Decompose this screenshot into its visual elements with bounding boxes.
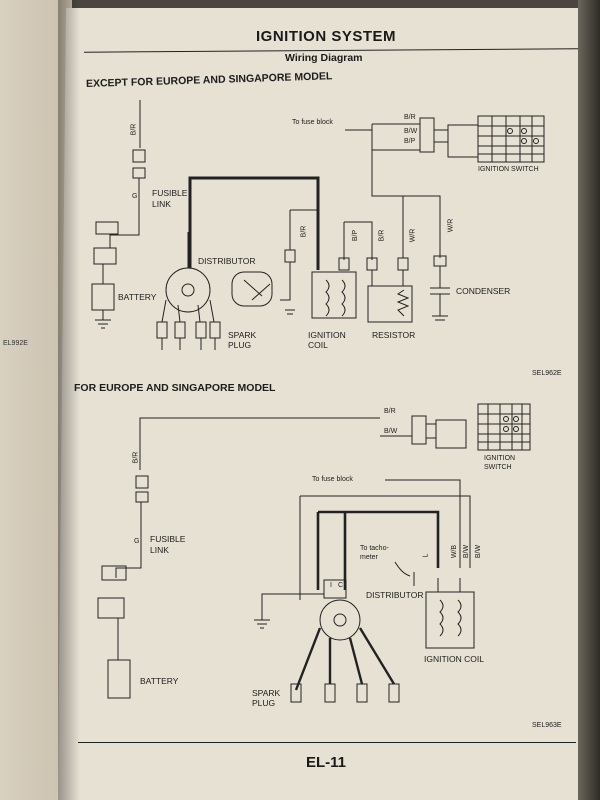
background-edge xyxy=(578,0,600,800)
page-gutter xyxy=(58,0,80,800)
d1-wire-br-res: B/R xyxy=(378,229,386,242)
d1-wire-bw-label: B/W xyxy=(404,128,418,135)
d2-wire-bw-label: B/W xyxy=(384,428,398,435)
d1-wire-g xyxy=(109,178,140,248)
d1-resistor-label: RESISTOR xyxy=(372,330,416,340)
d1-wire-br-coil: B/R xyxy=(300,225,308,238)
d1-wire-wr-res: W/R xyxy=(409,228,417,243)
d1-wire-br-label: B/R xyxy=(404,114,416,121)
d2-wire-bw-2: B/W xyxy=(463,544,471,559)
d2-terminal-c: C xyxy=(338,582,344,589)
d1-spark-plug-label: SPARK PLUG xyxy=(228,330,257,350)
d2-terminal-i: I xyxy=(330,582,332,589)
d1-resistor xyxy=(367,285,413,323)
d1-wire-bp-coil: B/P xyxy=(352,229,360,242)
d1-wire-bp-label: B/P xyxy=(404,138,416,145)
d2-spark-plug-3 xyxy=(356,683,368,703)
d2-wire-br-label: B/R xyxy=(384,408,396,415)
d2-ignition-switch-label: IGNITION SWITCH xyxy=(484,455,516,471)
d2-wire-br-vert: B/R xyxy=(132,451,140,464)
d1-ground xyxy=(95,310,111,329)
d2-to-tachometer: To tacho-meter xyxy=(360,545,389,561)
d1-condenser-label: CONDENSER xyxy=(456,286,511,296)
page-number: EL-11 xyxy=(306,754,347,771)
d1-contact-points xyxy=(231,271,273,307)
d2-battery-body xyxy=(107,659,131,699)
d2-spark-plug-4 xyxy=(388,683,400,703)
d1-plug-wires xyxy=(161,299,215,323)
footer-rule xyxy=(78,742,576,743)
d2-spark-plug-1 xyxy=(290,683,302,703)
d1-to-fuse-block: To fuse block xyxy=(292,119,333,126)
d2-battery-label: BATTERY xyxy=(140,676,179,686)
section2-heading: FOR EUROPE AND SINGAPORE MODEL xyxy=(74,382,276,394)
d1-spark-plug-3 xyxy=(195,321,207,339)
d2-spark-plug-label: SPARK PLUG xyxy=(252,688,281,708)
d2-ignition-coil-label: IGNITION COIL xyxy=(424,654,484,664)
d1-figure-code: SEL962E xyxy=(532,370,562,377)
d1-condenser xyxy=(430,266,450,321)
d1-battery-label: BATTERY xyxy=(118,292,157,302)
d2-distributor-cap xyxy=(319,599,361,641)
left-page-code: EL992E xyxy=(3,340,28,347)
d2-wire-g xyxy=(115,502,142,578)
d1-wire-wr-cond: W/R xyxy=(447,218,455,233)
d1-battery-body xyxy=(91,283,115,311)
d2-ignition-coil xyxy=(425,591,475,649)
d1-spark-plug-1 xyxy=(156,321,168,339)
d2-ignition-switch-table xyxy=(477,403,531,451)
page-subtitle: Wiring Diagram xyxy=(282,52,366,64)
d1-switch-connector xyxy=(419,117,435,153)
d1-wire-g-label: G xyxy=(132,193,138,200)
d2-wire-bw-3: B/W xyxy=(475,544,483,559)
d1-spark-plug-2 xyxy=(174,321,186,339)
d1-ignition-switch-table xyxy=(477,115,545,163)
d2-wire-wb-1: W/B xyxy=(451,544,459,559)
d1-spark-plug-4 xyxy=(209,321,221,339)
page-title: IGNITION SYSTEM xyxy=(256,28,397,45)
d1-connector xyxy=(132,149,146,163)
d1-distributor-cap xyxy=(165,267,211,313)
d1-connector-2 xyxy=(132,167,146,179)
d1-fusible-link-label: FUSIBLE LINK xyxy=(152,188,188,209)
d2-switch-connector xyxy=(411,415,427,445)
d2-to-fuse-block: To fuse block xyxy=(312,476,353,483)
d2-fusible-link-label: FUSIBLE LINK xyxy=(150,534,186,555)
d1-ignition-coil-label: IGNITION COIL xyxy=(308,330,346,350)
d1-wire-br-vert: B/R xyxy=(130,123,138,136)
d1-distributor-label: DISTRIBUTOR xyxy=(198,256,256,266)
d2-battery-terminal xyxy=(97,597,125,619)
d2-figure-code: SEL963E xyxy=(532,722,562,729)
d2-fusible-link-box xyxy=(101,565,127,581)
d2-wire-br xyxy=(139,417,380,470)
d2-wire-l: L xyxy=(422,553,430,558)
d2-distributor-label: DISTRIBUTOR xyxy=(366,590,424,600)
d2-distributor-terminal xyxy=(323,579,347,599)
d1-fusible-link-box xyxy=(95,221,119,235)
d1-ignition-switch-label: IGNITION SWITCH xyxy=(478,166,539,173)
d1-battery-terminal xyxy=(93,247,117,265)
d1-high-tension-wire xyxy=(188,176,320,270)
d2-spark-plug-2 xyxy=(324,683,336,703)
d1-ignition-coil xyxy=(311,271,357,319)
d2-wire-g-label: G xyxy=(134,538,140,545)
